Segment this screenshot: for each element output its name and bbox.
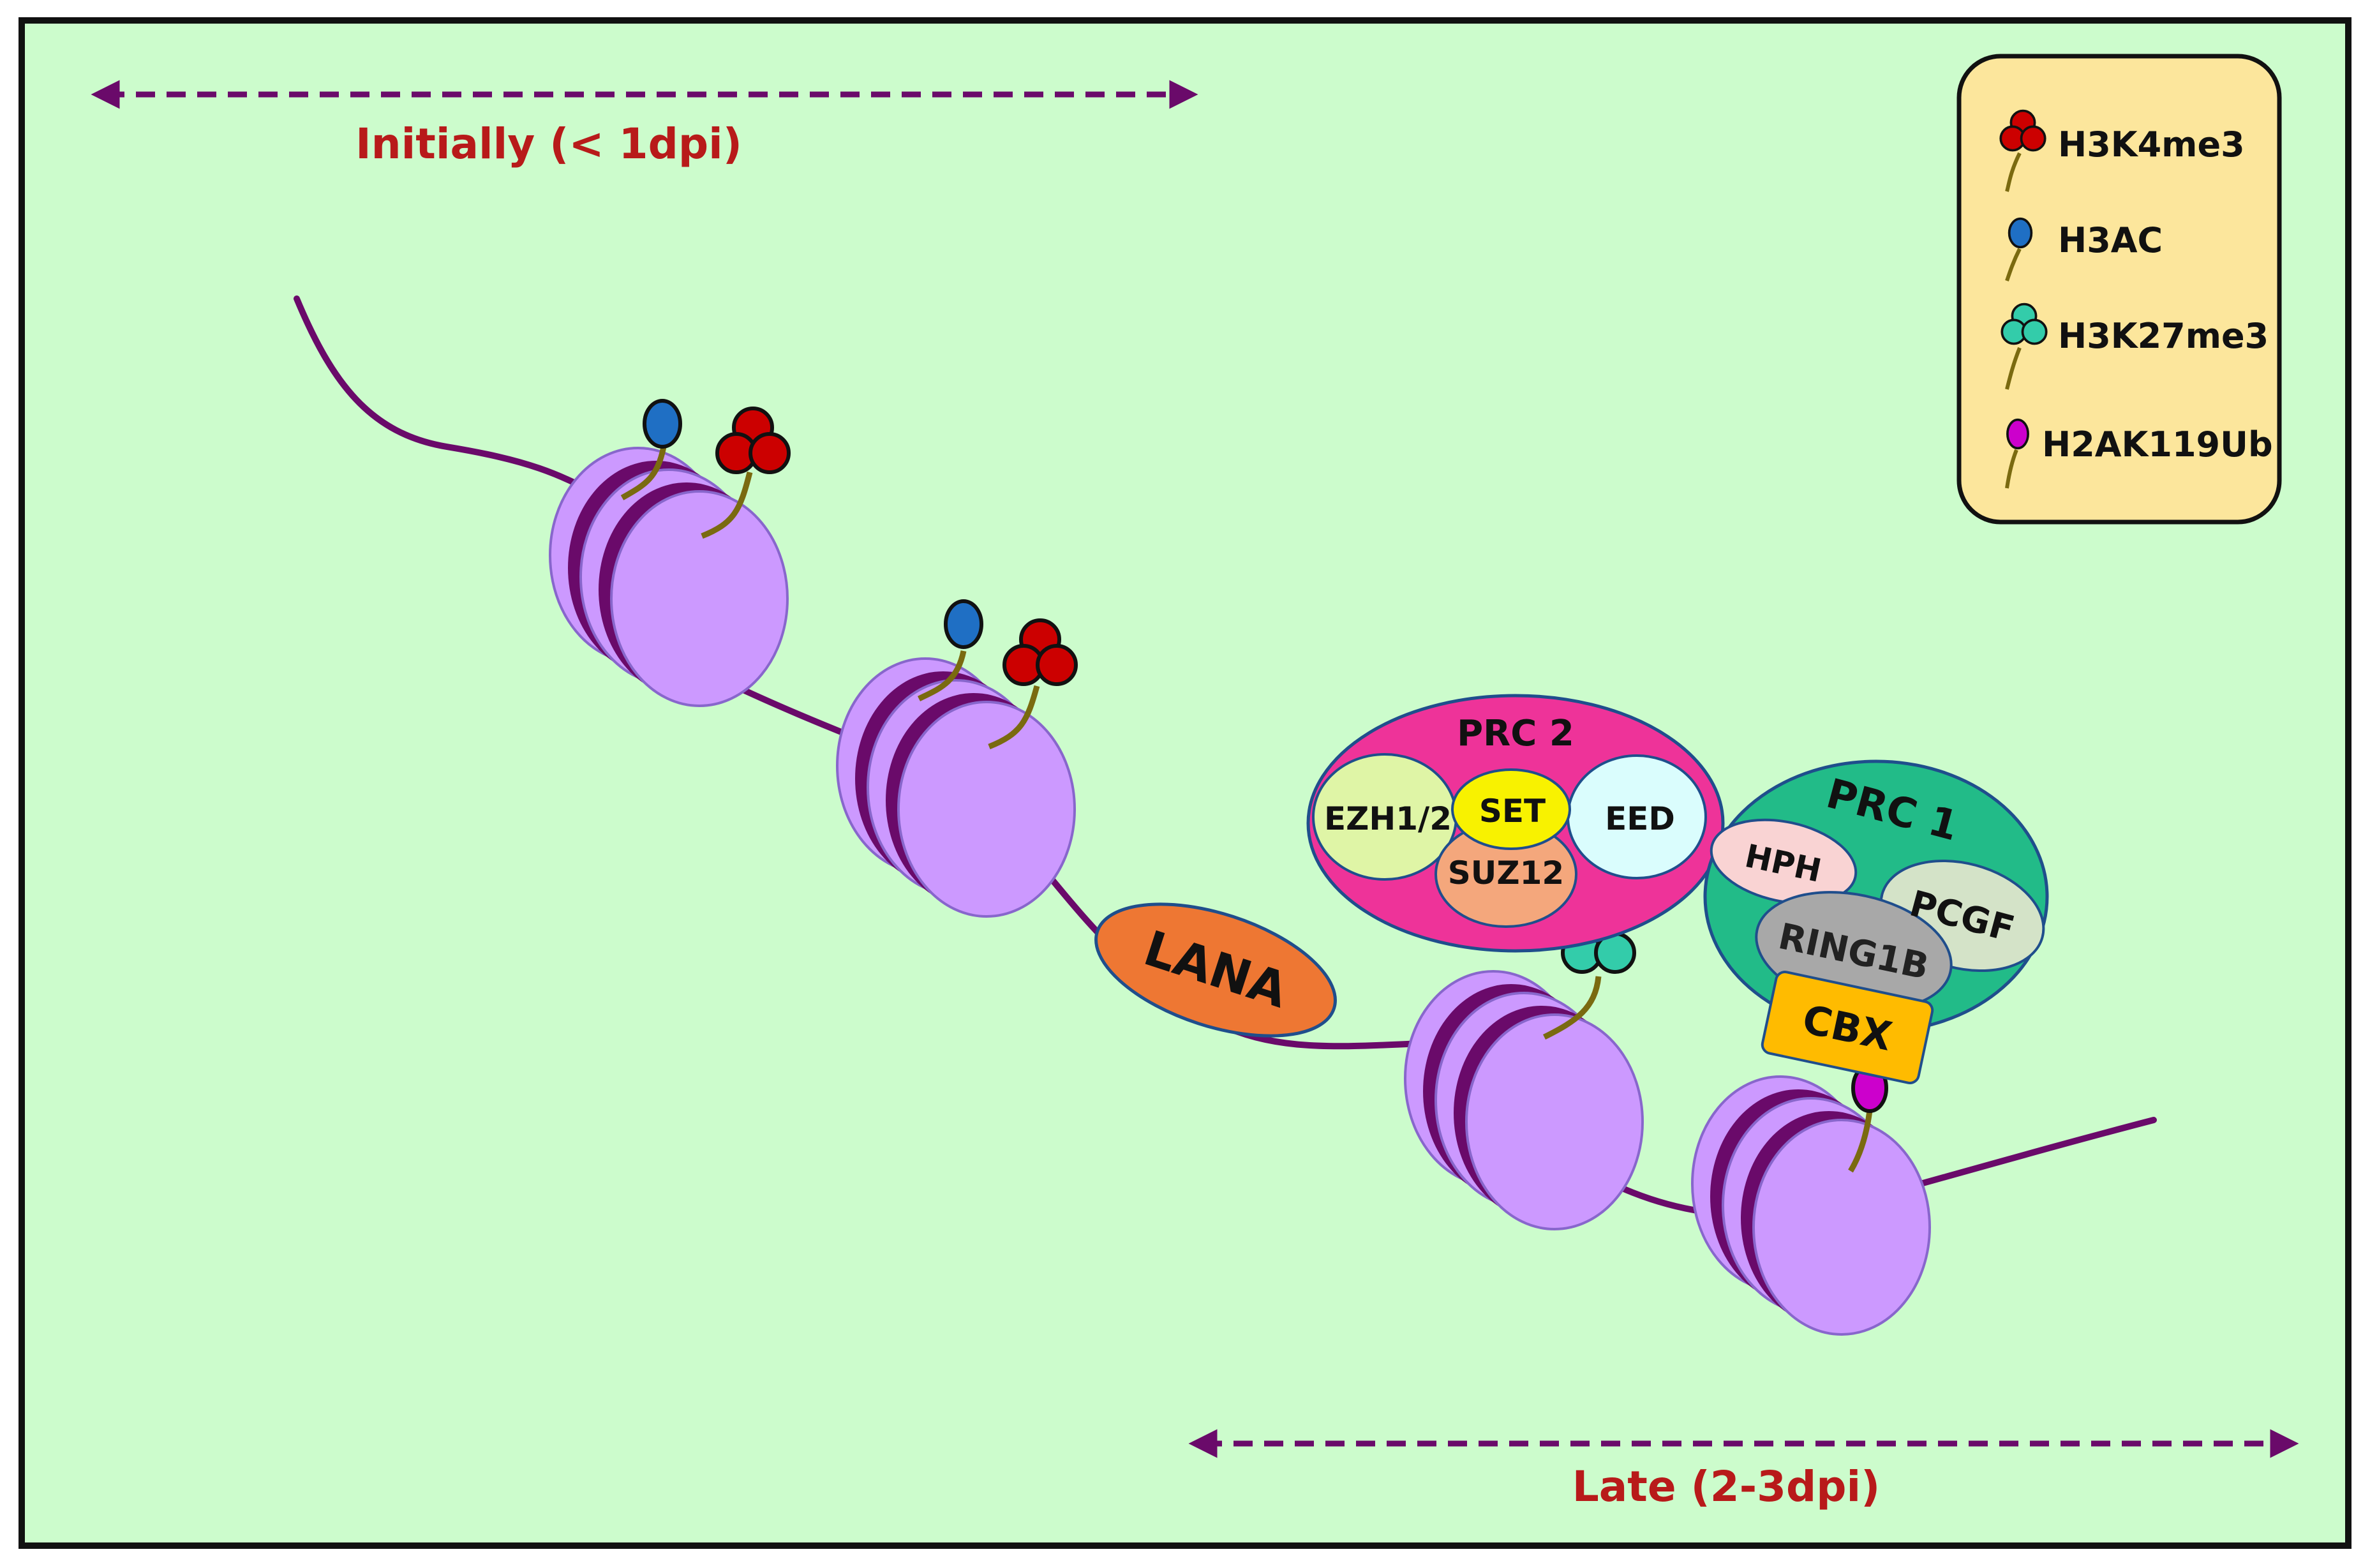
set-label: SET bbox=[1479, 793, 1546, 830]
legend-label-h3k4me3: H3K4me3 bbox=[2058, 124, 2245, 165]
suz12-label: SUZ12 bbox=[1448, 855, 1564, 892]
nucleosome-4-marks bbox=[1848, 1065, 1886, 1173]
magenta-bead-icon bbox=[2006, 418, 2029, 450]
prc1-complex: PRC 1 HPH PCGF RING1B CBX bbox=[1703, 759, 2049, 1084]
nucleosome-1-marks bbox=[620, 401, 789, 539]
legend-item-h2ak119ub: H2AK119Ub bbox=[2005, 418, 2273, 489]
prc2-title: PRC 2 bbox=[1457, 713, 1574, 754]
lana-protein bbox=[1094, 902, 1337, 1038]
nucleosome-2-marks bbox=[917, 601, 1076, 750]
legend-item-h3k27me3: H3K27me3 bbox=[2001, 302, 2269, 390]
prc2-complex: PRC 2 EZH1/2 SET EED SUZ12 bbox=[1306, 694, 1725, 953]
h3ac-mark-icon bbox=[645, 401, 680, 447]
cbx-subunit bbox=[1761, 971, 1934, 1084]
blue-bead-icon bbox=[2008, 217, 2033, 249]
legend-label-h2ak119ub: H2AK119Ub bbox=[2042, 424, 2273, 465]
set-subunit bbox=[1451, 768, 1571, 850]
legend-item-h3ac: H3AC bbox=[2005, 217, 2163, 281]
late-timeline-label: Late (2-3dpi) bbox=[1572, 1462, 1881, 1511]
nucleosome-3-marks bbox=[1542, 908, 1634, 1040]
initial-timeline-label: Initially (< 1dpi) bbox=[355, 119, 742, 168]
legend-item-h3k4me3: H3K4me3 bbox=[1999, 109, 2245, 192]
h3ac-mark-icon bbox=[946, 601, 981, 647]
legend-label-h3k27me3: H3K27me3 bbox=[2058, 316, 2269, 356]
eed-label: EED bbox=[1605, 800, 1675, 837]
hph-subunit bbox=[1710, 818, 1858, 905]
legend-label-h3ac: H3AC bbox=[2058, 220, 2163, 260]
ezh-label: EZH1/2 bbox=[1324, 800, 1452, 837]
legend: H3K4me3 H3AC H3K27me3 H2AK119Ub bbox=[1956, 54, 2282, 525]
